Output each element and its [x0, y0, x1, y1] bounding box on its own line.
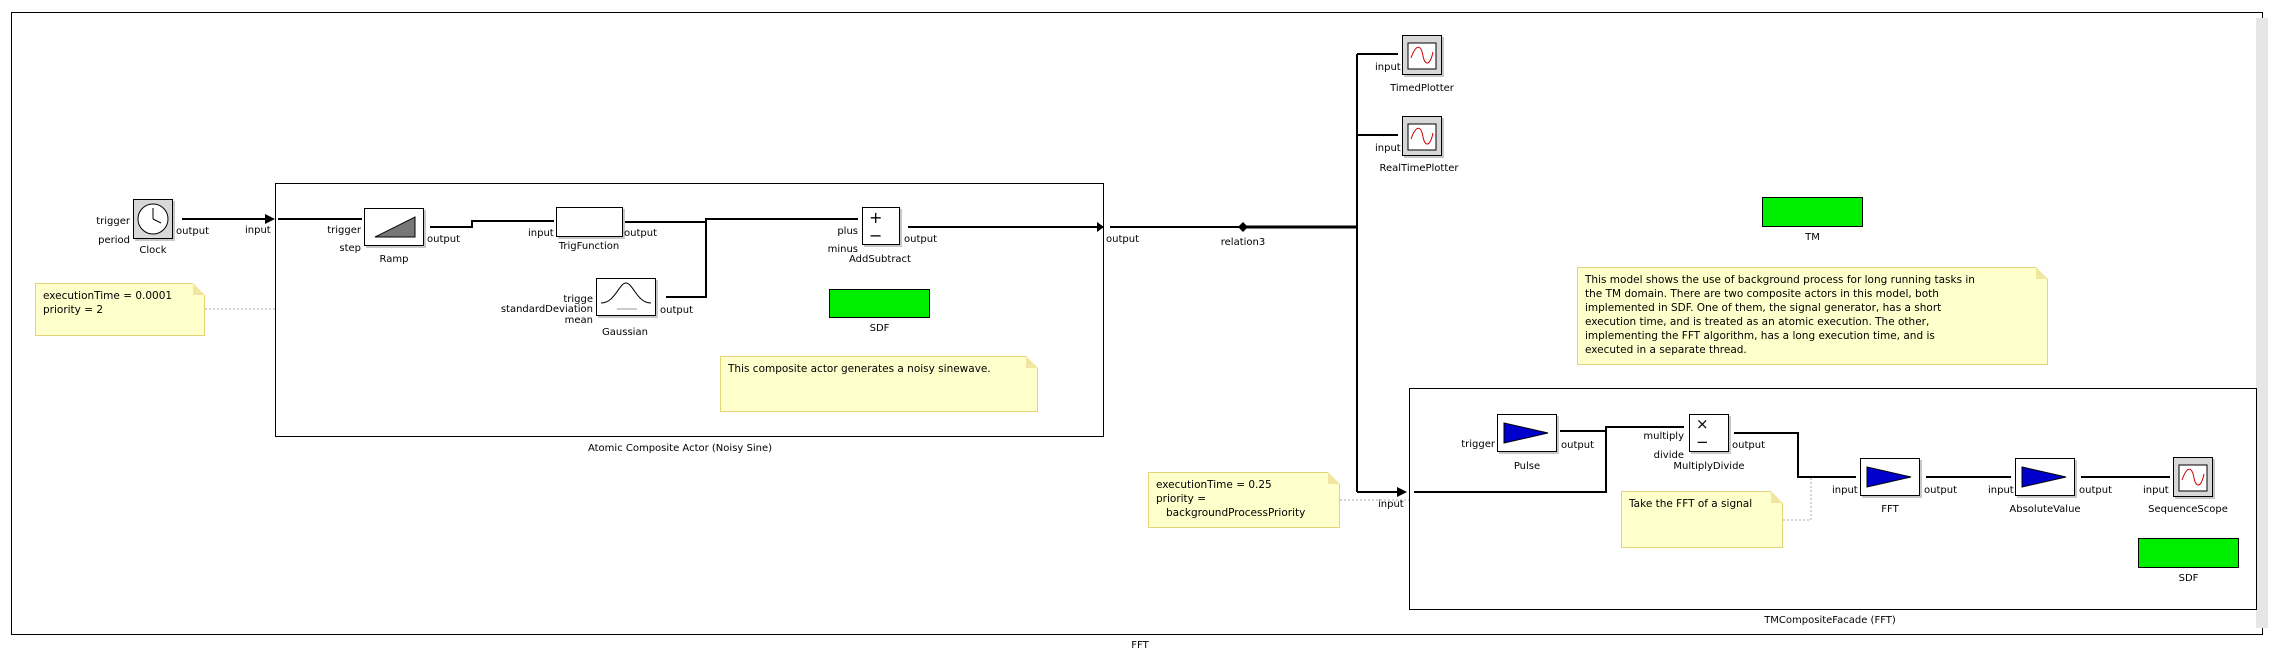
seqscope-input-label: input: [2143, 485, 2169, 496]
ramp-trigger-label: trigger: [327, 225, 361, 236]
plot-icon: [1407, 123, 1437, 151]
triangle-icon: [1503, 422, 1549, 444]
pulse-output-label: output: [1561, 440, 1594, 451]
ramp-actor[interactable]: [364, 208, 424, 246]
realtime-plotter-actor[interactable]: [1402, 116, 1442, 156]
fft-composite[interactable]: [1409, 388, 2257, 610]
muldiv-multiply-label: multiply: [1643, 431, 1684, 442]
noisy-sine-composite-label: Atomic Composite Actor (Noisy Sine): [587, 443, 773, 454]
absval-output-label: output: [2079, 485, 2112, 496]
absolute-value-actor[interactable]: [2015, 458, 2075, 496]
sdf-director-label: SDF: [869, 323, 890, 334]
timed-plotter-actor[interactable]: [1402, 35, 1442, 75]
fft-name: FFT: [1881, 504, 1899, 515]
addsub-minus-label: minus: [827, 244, 858, 255]
divide-symbol: −: [1696, 433, 1709, 451]
composite-output-port-label: output: [1106, 234, 1139, 245]
trig-input-label: input: [528, 228, 554, 239]
pulse-trigger-label: trigger: [1461, 439, 1495, 450]
fft-composite-label: TMCompositeFacade (FFT): [1764, 615, 1896, 626]
muldiv-divide-label: divide: [1653, 450, 1684, 461]
trig-name: TrigFunction: [558, 241, 620, 252]
clock-trigger-label: trigger: [96, 216, 130, 227]
clock-name: Clock: [139, 245, 167, 256]
model-title: FFT: [1131, 640, 1149, 651]
ramp-step-label: step: [339, 243, 361, 254]
gaussian-output-label: output: [660, 305, 693, 316]
tm-director[interactable]: [1762, 197, 1863, 227]
muldiv-name: MultiplyDivide: [1673, 461, 1745, 472]
fft-output-label: output: [1924, 485, 1957, 496]
ramp-output-label: output: [427, 234, 460, 245]
gaussian-icon: [600, 282, 652, 310]
addsub-plus-label: plus: [837, 226, 858, 237]
gaussian-actor[interactable]: [596, 278, 656, 316]
fft-note[interactable]: Take the FFT of a signal: [1621, 491, 1783, 548]
timed-plotter-input-label: input: [1375, 62, 1401, 73]
clock-period-label: period: [98, 235, 130, 246]
sequence-scope-actor[interactable]: [2173, 457, 2213, 497]
ramp-icon: [374, 216, 416, 238]
model-description-note[interactable]: This model shows the use of background p…: [1577, 267, 2048, 365]
addsub-name: AddSubtract: [849, 254, 911, 265]
minus-symbol: −: [869, 226, 883, 245]
plot-icon: [1407, 42, 1437, 70]
pulse-name: Pulse: [1513, 461, 1541, 472]
relation-label: relation3: [1220, 237, 1266, 248]
plus-symbol: +: [869, 208, 883, 227]
relation-diamond: [1238, 222, 1248, 232]
seqscope-name: SequenceScope: [2148, 504, 2228, 515]
add-subtract-actor[interactable]: + −: [862, 207, 900, 245]
gaussian-mean-label: mean: [564, 315, 593, 326]
absval-input-label: input: [1988, 485, 2014, 496]
facade-sdf-director-label: SDF: [2178, 573, 2199, 584]
triangle-icon: [1866, 466, 1912, 488]
absval-name: AbsoluteValue: [2009, 504, 2081, 515]
multiply-symbol: ×: [1696, 415, 1709, 433]
addsub-output-label: output: [904, 234, 937, 245]
trig-output-label: output: [624, 228, 657, 239]
clock-output-label: output: [176, 226, 209, 237]
clock-icon: [137, 203, 169, 235]
gaussian-stddev-label: standardDeviation: [500, 304, 593, 315]
vertical-scrollbar[interactable]: [2256, 18, 2268, 628]
sdf-director[interactable]: [829, 289, 930, 318]
trig-function-actor[interactable]: [556, 207, 623, 237]
triangle-icon: [2021, 466, 2067, 488]
realtime-plotter-input-label: input: [1375, 143, 1401, 154]
gaussian-name: Gaussian: [602, 327, 648, 338]
fft-params-note[interactable]: executionTime = 0.25 priority = backgrou…: [1148, 472, 1340, 528]
fft-actor[interactable]: [1860, 458, 1920, 496]
muldiv-output-label: output: [1732, 440, 1765, 451]
fft-input-label: input: [1832, 485, 1858, 496]
realtime-plotter-name: RealTimePlotter: [1379, 163, 1459, 174]
facade-sdf-director[interactable]: [2138, 538, 2239, 568]
pulse-actor[interactable]: [1497, 414, 1557, 452]
composite-input-port-label: input: [245, 225, 271, 236]
fft-composite-input-port-label: input: [1378, 499, 1404, 510]
timed-plotter-name: TimedPlotter: [1390, 83, 1454, 94]
multiply-divide-actor[interactable]: × −: [1689, 414, 1729, 452]
clock-actor[interactable]: [133, 199, 173, 239]
tm-director-label: TM: [1805, 232, 1820, 243]
plot-icon: [2178, 464, 2208, 492]
clock-params-note[interactable]: executionTime = 0.0001 priority = 2: [35, 283, 205, 336]
ramp-name: Ramp: [379, 254, 409, 265]
gaussian-trigger-label: trigge: [563, 294, 593, 305]
noisy-sine-note[interactable]: This composite actor generates a noisy s…: [720, 356, 1038, 412]
